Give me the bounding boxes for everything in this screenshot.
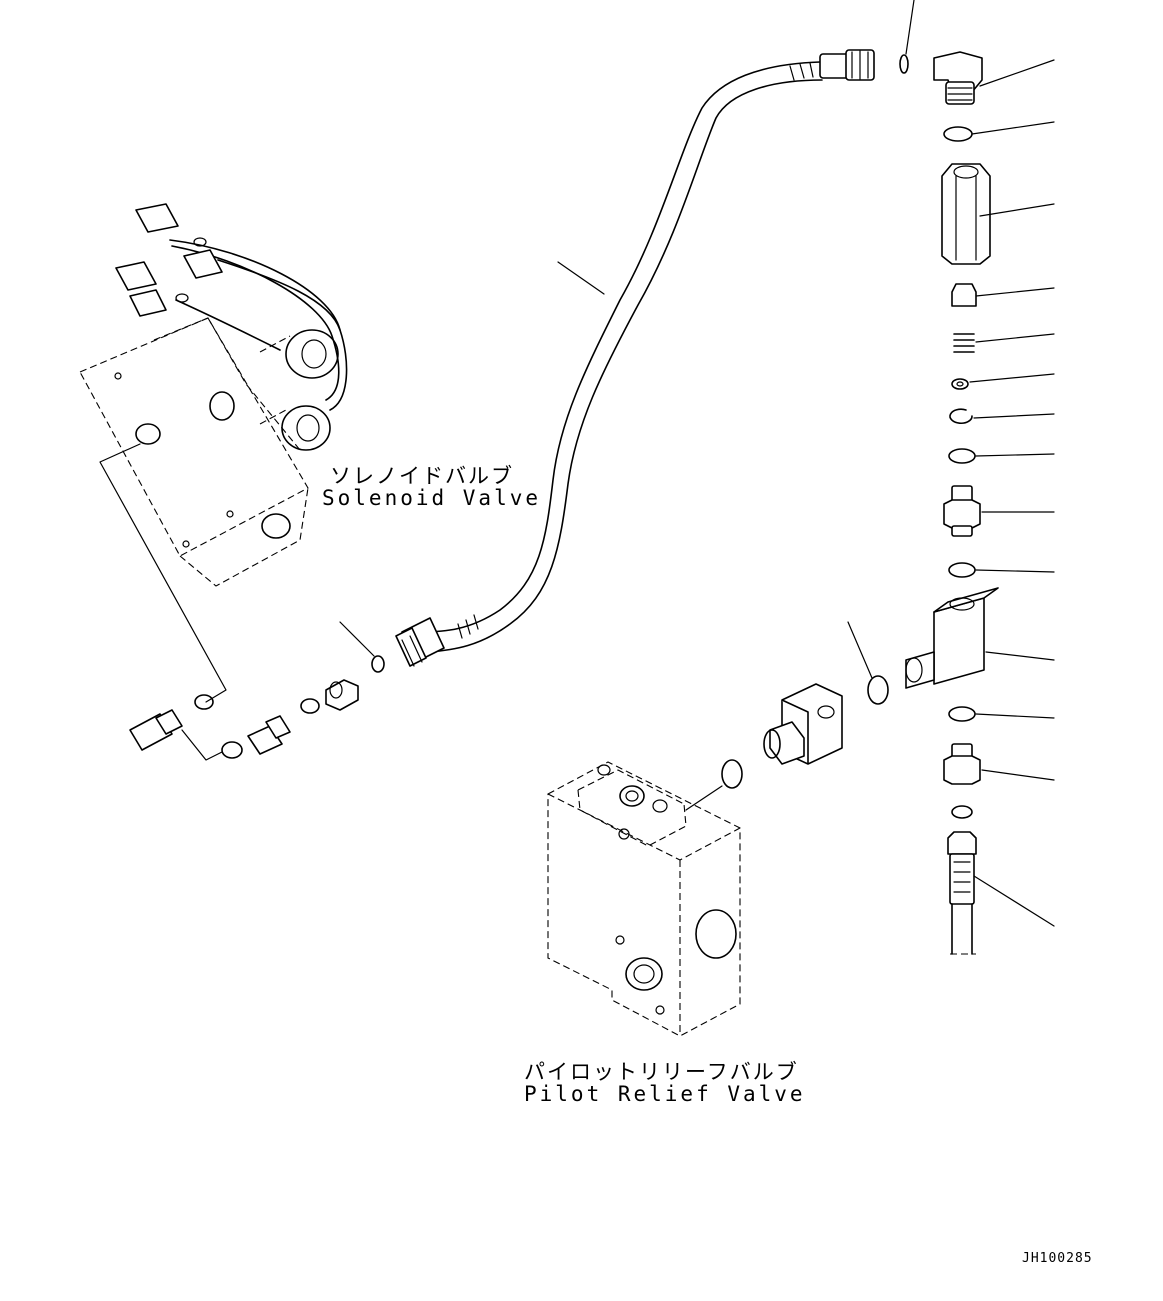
solenoid-fittings [129, 621, 385, 761]
check-valve-block [763, 621, 889, 765]
solenoid-valve-drawing [79, 203, 348, 703]
hydraulic-hose [395, 49, 875, 667]
solenoid-valve-label-en: Solenoid Valve [322, 486, 542, 510]
pilot-relief-valve-label-en: Pilot Relief Valve [524, 1082, 806, 1106]
o-ring-top [899, 54, 909, 74]
drawing-code: JH100285 [1022, 1251, 1093, 1266]
right-stack-parts [905, 51, 1055, 955]
pilot-relief-valve-label-jp: パイロットリリーフバルブ [524, 1060, 799, 1084]
pilot-relief-valve-drawing [547, 759, 743, 1037]
leader-hose [557, 261, 605, 295]
leader-o-ring-top [905, 0, 915, 55]
solenoid-valve-label-jp: ソレノイドバルブ [330, 464, 514, 488]
